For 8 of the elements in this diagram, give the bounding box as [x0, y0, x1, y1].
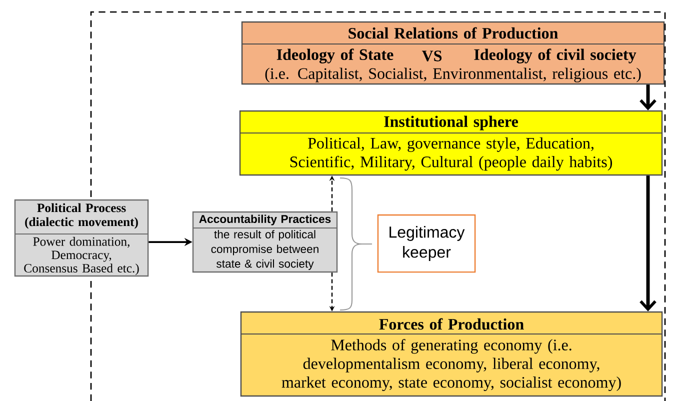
- process-box: Political Process (dialectic movement) Power domination, Democracy, Consensus Based etc.): [14, 199, 149, 277]
- process-box: Forces of Production Methods of generating economy (i.e. developmentalism economy, liberal economy, market economy, state economy, socialist economy): [240, 311, 663, 397]
- process-box: Institutional sphere Political, Law, governance style, Education, Scientific, Military, Cultural (people daily habits): [239, 110, 663, 176]
- arrow: [640, 176, 656, 312]
- process-box: Social Relations of Production Ideology of State VS Ideology of civil society (i.e. Capitalist, Socialist, Environmentalist, religious etc.): [241, 21, 665, 85]
- note-box: Legitimacy keeper: [377, 214, 476, 273]
- process-box: Accountability Practices the result of political compromise between state & civil society: [192, 211, 338, 273]
- arrow: [640, 84, 656, 110]
